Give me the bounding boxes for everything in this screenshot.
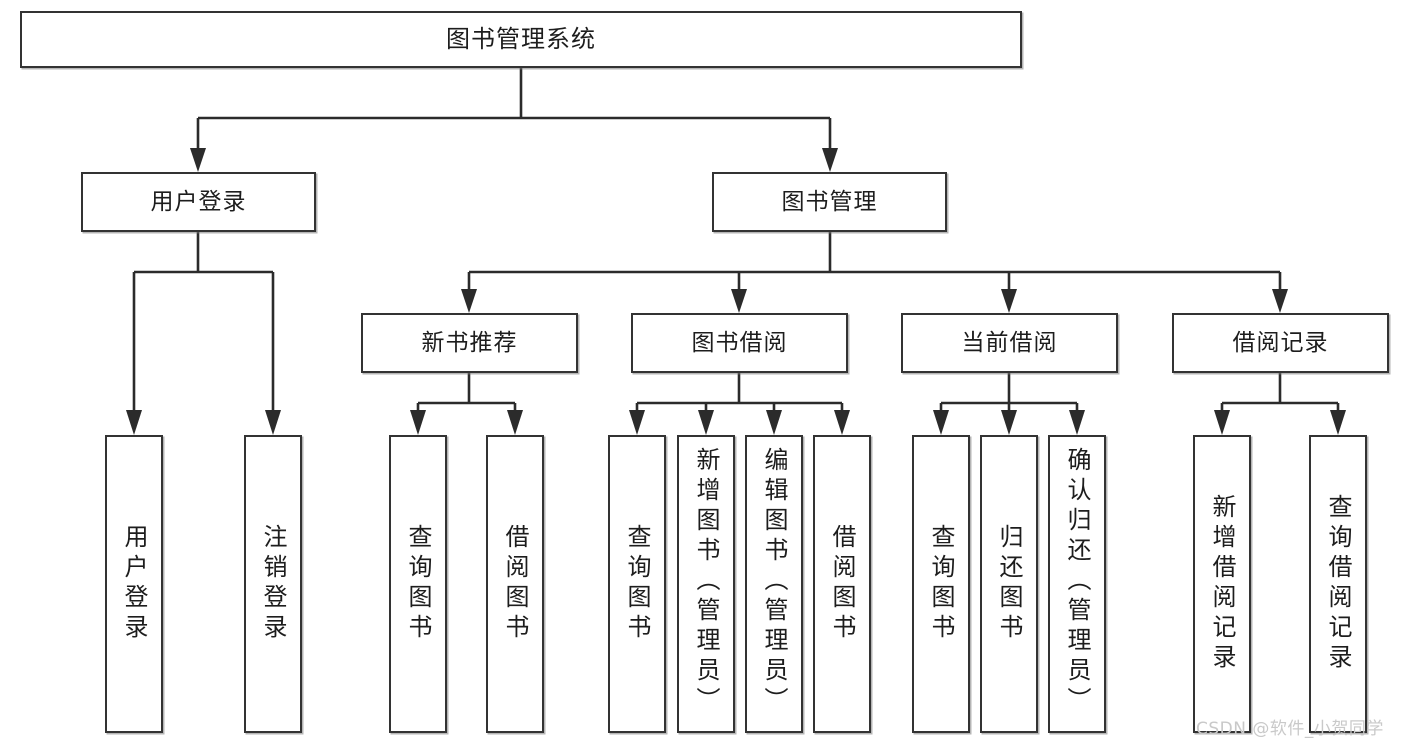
node-label: 借阅记录 [1232,329,1329,356]
leaf-logout[interactable]: 注销登录 [244,435,302,733]
node-new-book-recommend[interactable]: 新书推荐 [361,313,578,373]
node-current-borrow[interactable]: 当前借阅 [901,313,1118,373]
node-borrow-record[interactable]: 借阅记录 [1172,313,1389,373]
node-book-management[interactable]: 图书管理 [712,172,947,232]
node-label: 查询图书 [404,524,432,644]
leaf-add-book-admin[interactable]: 新增图书（管理员） [677,435,735,733]
node-label: 查询图书 [927,524,955,644]
node-label: 新增图书（管理员） [692,447,720,717]
leaf-borrow-book-recommend[interactable]: 借阅图书 [486,435,544,733]
leaf-query-book-current[interactable]: 查询图书 [912,435,970,733]
node-label: 图书借阅 [691,329,788,356]
leaf-query-book-borrow[interactable]: 查询图书 [608,435,666,733]
node-label: 注销登录 [259,524,287,644]
node-label: 编辑图书（管理员） [760,447,788,717]
node-label: 用户登录 [120,524,148,644]
node-label: 借阅图书 [501,524,529,644]
node-label: 图书管理 [781,188,878,215]
leaf-user-login[interactable]: 用户登录 [105,435,163,733]
leaf-borrow-book[interactable]: 借阅图书 [813,435,871,733]
node-label: 借阅图书 [828,524,856,644]
node-label: 新书推荐 [421,329,518,356]
node-label: 用户登录 [150,188,247,215]
node-user-login[interactable]: 用户登录 [81,172,316,232]
node-label: 新增借阅记录 [1208,494,1236,674]
node-label: 查询借阅记录 [1324,494,1352,674]
node-label: 确认归还（管理员） [1063,447,1091,717]
node-label: 当前借阅 [961,329,1058,356]
leaf-confirm-return-admin[interactable]: 确认归还（管理员） [1048,435,1106,733]
leaf-return-book[interactable]: 归还图书 [980,435,1038,733]
leaf-add-borrow-record[interactable]: 新增借阅记录 [1193,435,1251,733]
node-root-book-management-system[interactable]: 图书管理系统 [20,11,1022,68]
node-label: 图书管理系统 [446,24,596,53]
node-label: 归还图书 [995,524,1023,644]
node-label: 查询图书 [623,524,651,644]
csdn-watermark: CSDN @软件_小贺同学 [1196,719,1384,739]
leaf-edit-book-admin[interactable]: 编辑图书（管理员） [745,435,803,733]
leaf-query-book-recommend[interactable]: 查询图书 [389,435,447,733]
leaf-query-borrow-record[interactable]: 查询借阅记录 [1309,435,1367,733]
node-book-borrow[interactable]: 图书借阅 [631,313,848,373]
